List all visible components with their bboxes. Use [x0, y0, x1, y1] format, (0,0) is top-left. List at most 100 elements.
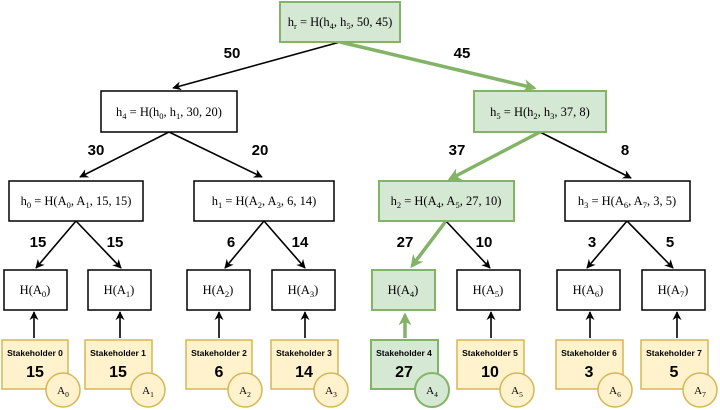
- leaf-6[interactable]: H(A6): [556, 269, 621, 311]
- edge-label-h0-l0: 15: [30, 234, 47, 251]
- stakeholder-0[interactable]: Stakeholder 0 15 A0: [1, 339, 81, 408]
- stakeholder-stake: 14: [295, 364, 313, 381]
- svg-text:h3 = H(A6, A7, 3, 5): h3 = H(A6, A7, 3, 5): [578, 194, 676, 210]
- edge-h3-l6: [586, 220, 628, 269]
- edge-h0-l0: [35, 220, 77, 269]
- edge-label-root-h4: 50: [224, 45, 241, 62]
- edge-h2-l5: [445, 220, 491, 269]
- stakeholder-label: Stakeholder 4: [376, 348, 432, 358]
- stakeholder-stake: 5: [670, 364, 679, 381]
- svg-text:H(A0): H(A0): [20, 283, 51, 299]
- stakeholder-stake: 3: [585, 364, 594, 381]
- node-h3[interactable]: h3 = H(A6, A7, 3, 5): [564, 180, 691, 222]
- leaf-0[interactable]: H(A0): [3, 269, 68, 311]
- edge-label-h0-l1: 15: [107, 234, 124, 251]
- stakeholder-stake: 6: [215, 364, 224, 381]
- svg-text:H(A3): H(A3): [288, 283, 319, 299]
- leaf-1[interactable]: H(A1): [87, 269, 152, 311]
- address-label: A2: [239, 385, 251, 399]
- address-circle: [313, 372, 349, 408]
- edge-label-h3-l6: 3: [588, 234, 596, 251]
- edge-label-h1-l2: 6: [227, 234, 235, 251]
- stakeholder-stake: 15: [109, 364, 127, 381]
- svg-text:h1 = H(A2, A3, 6, 14): h1 = H(A2, A3, 6, 14): [212, 194, 317, 210]
- address-label: A3: [325, 385, 337, 399]
- stakeholder-3[interactable]: Stakeholder 3 14 A3: [270, 339, 349, 408]
- address-label: A6: [609, 385, 621, 399]
- svg-text:h5 = H(h2, h3, 37, 8): h5 = H(h2, h3, 37, 8): [490, 105, 590, 121]
- leaf-2[interactable]: H(A2): [186, 269, 251, 311]
- stakeholder-2[interactable]: Stakeholder 2 6 A2: [185, 339, 263, 408]
- node-h1[interactable]: h1 = H(A2, A3, 6, 14): [193, 180, 335, 222]
- stakeholder-7[interactable]: Stakeholder 7 5 A7: [640, 339, 718, 408]
- stakeholder-label: Stakeholder 6: [561, 348, 617, 358]
- edge-h5-h2: [447, 130, 541, 181]
- node-h4[interactable]: h4 = H(h0, h1, 30, 20): [100, 90, 238, 133]
- edge-root-h5: [339, 40, 537, 92]
- leaf-7[interactable]: H(A7): [641, 269, 706, 311]
- address-circle: [499, 372, 535, 408]
- edge-h1-l3: [263, 220, 306, 269]
- address-circle: [597, 372, 633, 408]
- node-h0[interactable]: h0 = H(A0, A1, 15, 15): [8, 180, 144, 222]
- svg-text:hr = H(h4, h5, 50, 45): hr = H(h4, h5, 50, 45): [288, 15, 393, 31]
- stakeholder-1[interactable]: Stakeholder 1 15 A1: [84, 339, 166, 408]
- stakeholder-4[interactable]: Stakeholder 4 27 A4: [370, 339, 450, 408]
- node-h5[interactable]: h5 = H(h2, h3, 37, 8): [473, 90, 607, 133]
- stakeholder-label: Stakeholder 0: [7, 348, 63, 358]
- node-root[interactable]: hr = H(h4, h5, 50, 45): [279, 1, 401, 43]
- leaf-3[interactable]: H(A3): [271, 269, 336, 311]
- address-circle: [682, 372, 718, 408]
- edge-label-h1-l3: 14: [292, 234, 309, 251]
- address-label: A1: [142, 385, 154, 399]
- stakeholder-label: Stakeholder 7: [646, 348, 702, 358]
- leaf-5[interactable]: H(A5): [456, 269, 521, 311]
- svg-text:H(A6): H(A6): [573, 283, 604, 299]
- stakeholder-5[interactable]: Stakeholder 5 10 A5: [456, 339, 535, 408]
- svg-text:H(A1): H(A1): [104, 283, 135, 299]
- svg-text:h0 = H(A0, A1, 15, 15): h0 = H(A0, A1, 15, 15): [21, 194, 132, 210]
- node-h2[interactable]: h2 = H(A4, A5, 27, 10): [378, 180, 515, 222]
- stakeholder-label: Stakeholder 5: [462, 348, 518, 358]
- address-label: A7: [694, 385, 706, 399]
- svg-text:H(A4): H(A4): [388, 283, 419, 299]
- edge-h2-l4: [410, 219, 448, 269]
- leaf-4[interactable]: H(A4): [371, 269, 436, 311]
- svg-text:H(A7): H(A7): [658, 283, 689, 299]
- stakeholder-stake: 27: [395, 364, 413, 381]
- edge-h5-h3: [539, 131, 632, 179]
- svg-text:h4 = H(h0, h1, 30, 20): h4 = H(h0, h1, 30, 20): [116, 105, 222, 121]
- edge-h4-h1: [168, 131, 263, 178]
- address-label: A4: [426, 385, 438, 399]
- edge-label-h4-h0: 30: [88, 142, 105, 159]
- stakeholder-label: Stakeholder 1: [90, 348, 146, 358]
- address-circle: [227, 372, 263, 408]
- address-circle: [414, 372, 450, 408]
- svg-text:H(A2): H(A2): [203, 283, 234, 299]
- address-label: A0: [57, 385, 69, 399]
- edge-h4-h0: [79, 131, 170, 178]
- edge-label-h3-l7: 5: [666, 234, 674, 251]
- stakeholder-6[interactable]: Stakeholder 6 3 A6: [555, 339, 633, 408]
- edge-label-h2-l5: 10: [476, 234, 493, 251]
- address-circle: [45, 372, 81, 408]
- edge-label-root-h5: 45: [454, 45, 471, 62]
- address-label: A5: [511, 385, 523, 399]
- edge-h0-l1: [75, 220, 122, 269]
- edge-h1-l2: [224, 220, 265, 269]
- edge-label-h5-h3: 8: [621, 142, 629, 159]
- edge-label-h5-h2: 37: [449, 142, 466, 159]
- stakeholder-label: Stakeholder 3: [276, 348, 332, 358]
- address-circle: [130, 372, 166, 408]
- edge-labels: 50 45 30 20 37 8 15 15 6 14 27 10 3 5: [30, 45, 675, 251]
- edge-root-h4: [172, 41, 341, 91]
- svg-text:h2 = H(A4, A5, 27, 10): h2 = H(A4, A5, 27, 10): [391, 194, 502, 210]
- edge-h3-l7: [626, 220, 674, 269]
- stakeholder-label: Stakeholder 2: [191, 348, 247, 358]
- stakeholder-stake: 15: [26, 364, 44, 381]
- edge-label-h4-h1: 20: [252, 142, 269, 159]
- svg-text:H(A5): H(A5): [473, 283, 504, 299]
- edge-label-h2-l4: 27: [397, 234, 414, 251]
- stakeholder-stake: 10: [481, 364, 499, 381]
